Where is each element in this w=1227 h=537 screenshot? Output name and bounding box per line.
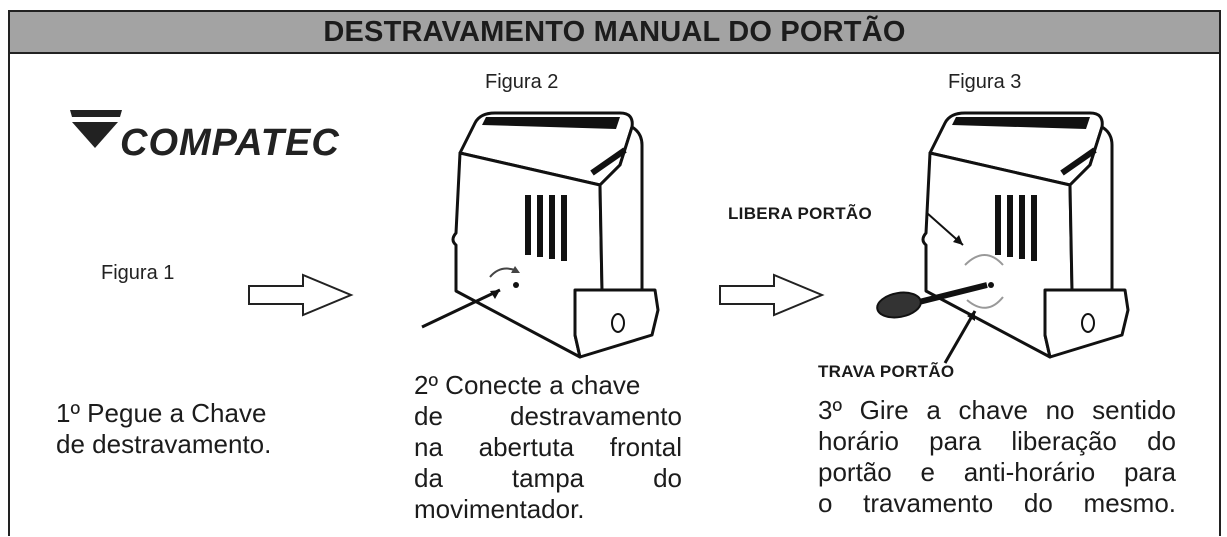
gate-motor-icon	[421, 111, 660, 359]
title-banner: DESTRAVAMENTO MANUAL DO PORTÃO	[8, 10, 1221, 54]
page-title: DESTRAVAMENTO MANUAL DO PORTÃO	[323, 15, 906, 48]
lock-label: TRAVA PORTÃO	[818, 362, 955, 381]
gate-motor-icon	[876, 111, 1130, 364]
step-3-line: o travamento do mesmo.	[818, 488, 1176, 518]
figure-2-caption: Figura 2	[485, 71, 559, 93]
step-3-text: 3º Gire a chave no sentido horário para …	[818, 395, 1176, 519]
step-3-line: portão e anti-horário para	[818, 457, 1176, 487]
release-label: LIBERA PORTÃO	[728, 204, 872, 223]
step-2-line: 2º Conecte a chave	[414, 370, 641, 400]
compatec-logo-icon	[70, 110, 122, 148]
right-arrow-icon	[248, 273, 354, 317]
step-2-line: na abertuta frontal	[414, 432, 682, 462]
step-1-line: de destravamento.	[56, 429, 272, 459]
step-1-line: 1º Pegue a Chave	[56, 398, 267, 428]
step-2-line: de destravamento	[414, 401, 682, 431]
step-3-line: 3º Gire a chave no sentido	[818, 395, 1176, 425]
step-1-text: 1º Pegue a Chave de destravamento.	[56, 398, 336, 460]
figure-1-caption: Figura 1	[101, 262, 175, 284]
step-3-line: horário para liberação do	[818, 426, 1176, 456]
right-arrow-icon	[719, 273, 825, 317]
step-2-text: 2º Conecte a chave de destravamento na a…	[414, 370, 682, 525]
figure-3-caption: Figura 3	[948, 71, 1022, 93]
step-2-line: movimentador.	[414, 494, 585, 524]
step-2-line: da tampa do	[414, 463, 682, 493]
brand-logo-text: COMPATEC	[120, 122, 340, 164]
